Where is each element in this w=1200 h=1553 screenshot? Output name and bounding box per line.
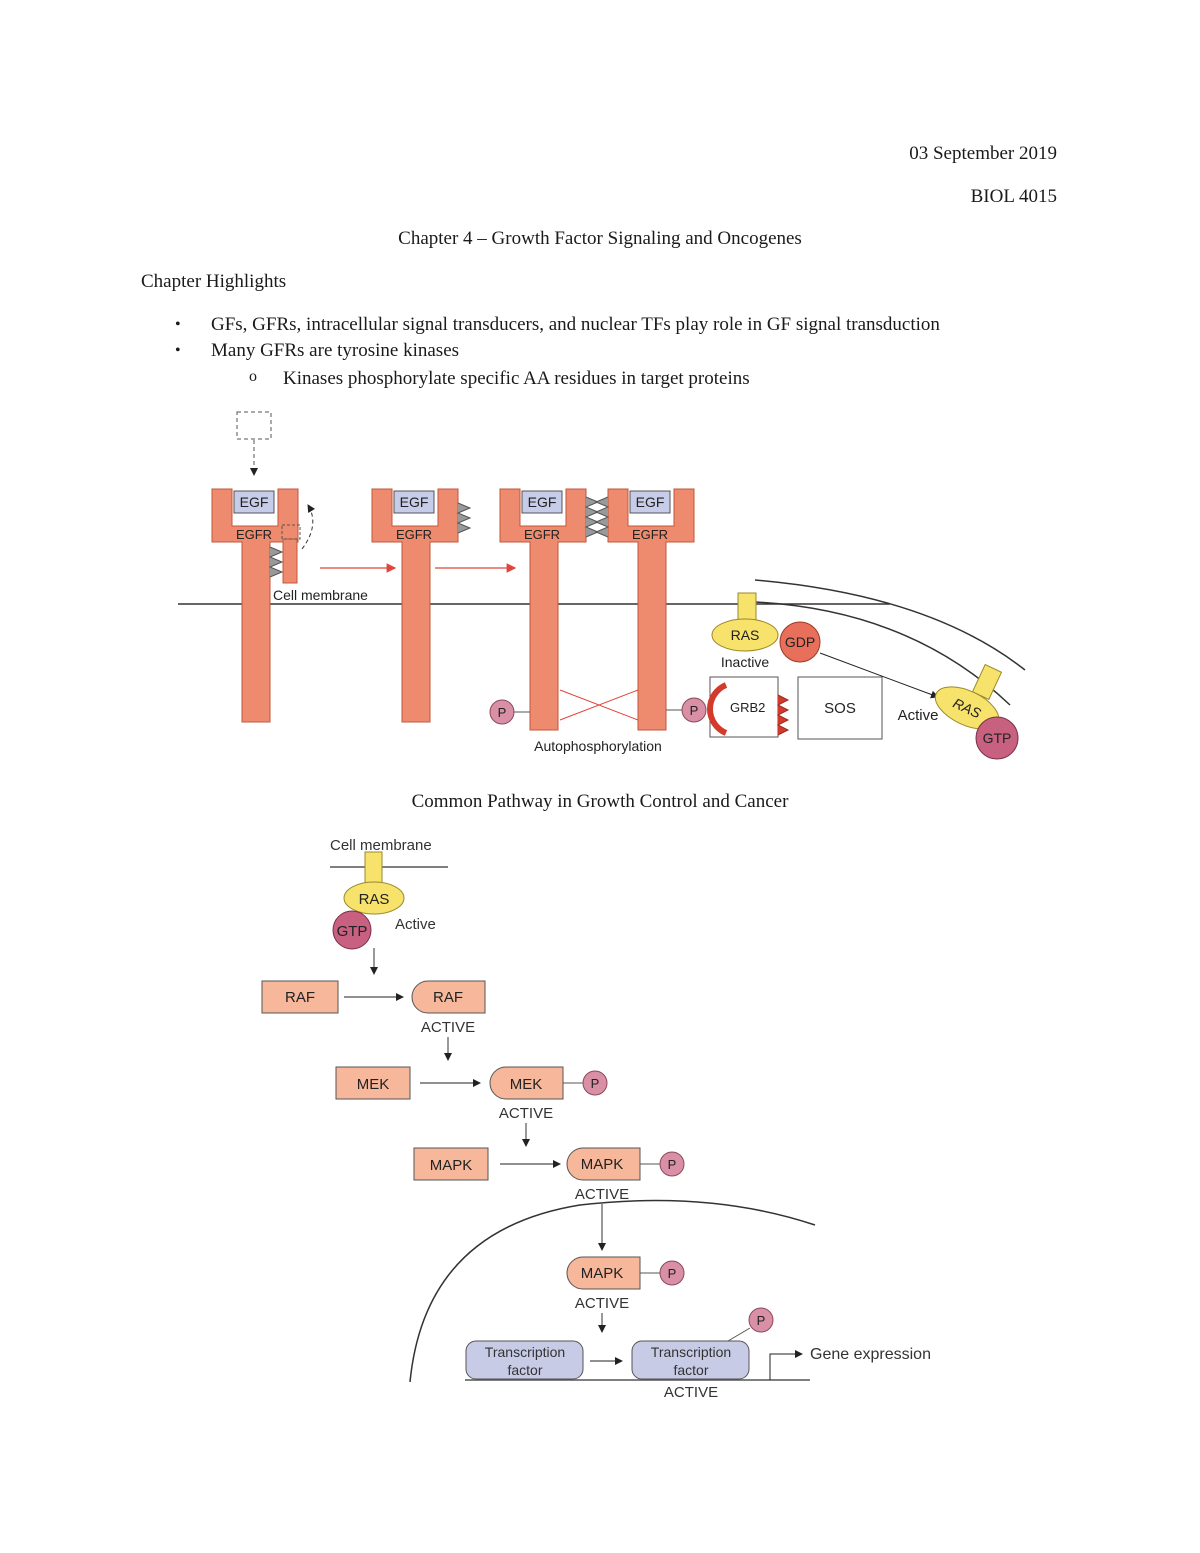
mapk-label: MAPK bbox=[581, 1156, 624, 1173]
mek-label: MEK bbox=[357, 1076, 390, 1093]
document-date: 03 September 2019 bbox=[909, 143, 1057, 164]
egfr-label: EGFR bbox=[236, 527, 272, 542]
mapk-active bbox=[566, 1147, 641, 1181]
tf-label-line2: factor bbox=[507, 1362, 542, 1378]
egfr-label: EGFR bbox=[632, 527, 668, 542]
mapk-nuclear bbox=[566, 1256, 641, 1290]
ras-active: RAS GTP Active bbox=[898, 663, 1019, 760]
bullet-item: GFs, GFRs, intracellular signal transduc… bbox=[211, 314, 940, 335]
phosphate-label: P bbox=[668, 1266, 677, 1281]
egfr-receptor-3: EGF EGFR bbox=[499, 488, 600, 731]
phosphate-label: P bbox=[591, 1076, 600, 1091]
egfr-activation-figure: EGF EGFR Cell membrane EGF EGFR EGF EGFR… bbox=[178, 411, 1026, 760]
mapk-label: MAPK bbox=[430, 1157, 473, 1174]
gtp-molecule bbox=[975, 716, 1019, 760]
autophosphorylation-label: Autophosphorylation bbox=[534, 738, 662, 754]
egfr-receptor-1: EGF EGFR bbox=[211, 488, 316, 723]
egf-label: EGF bbox=[636, 494, 665, 510]
tf-label-line2: factor bbox=[673, 1362, 708, 1378]
phosphate-label: P bbox=[690, 703, 699, 718]
active-caps-label: ACTIVE bbox=[664, 1384, 718, 1401]
phosphate-group bbox=[748, 1307, 774, 1333]
free-ligand-outline bbox=[236, 411, 272, 440]
egf-ligand bbox=[233, 490, 275, 514]
sos-label: SOS bbox=[824, 700, 856, 717]
cell-membrane-label: Cell membrane bbox=[273, 587, 368, 603]
inactive-label: Inactive bbox=[721, 654, 769, 670]
tf-label-line1: Transcription bbox=[651, 1344, 731, 1360]
gdp-label: GDP bbox=[785, 634, 815, 650]
phosphate-group bbox=[582, 1070, 608, 1096]
bullet-marker: • bbox=[175, 342, 181, 359]
mapk-inactive bbox=[413, 1147, 489, 1181]
egf-label: EGF bbox=[528, 494, 557, 510]
sos-protein: SOS bbox=[797, 676, 883, 740]
raf-inactive bbox=[261, 980, 339, 1014]
active-caps-label: ACTIVE bbox=[575, 1186, 629, 1203]
gtp-label: GTP bbox=[337, 923, 368, 940]
mek-active bbox=[489, 1066, 564, 1100]
gtp-label: GTP bbox=[983, 730, 1012, 746]
egfr-label: EGFR bbox=[524, 527, 560, 542]
grb2-protein: GRB2 bbox=[707, 676, 790, 738]
mek-inactive bbox=[335, 1066, 411, 1100]
raf-active bbox=[411, 980, 486, 1014]
figure-caption: Common Pathway in Growth Control and Can… bbox=[411, 791, 789, 812]
gdp-molecule bbox=[779, 621, 821, 663]
gtp-molecule bbox=[332, 910, 372, 950]
raf-label: RAF bbox=[433, 989, 463, 1006]
egf-label: EGF bbox=[240, 494, 269, 510]
phosphate-label: P bbox=[757, 1313, 766, 1328]
chapter-title: Chapter 4 – Growth Factor Signaling and … bbox=[398, 228, 802, 249]
active-label: Active bbox=[395, 916, 436, 933]
phosphate-group bbox=[659, 1260, 685, 1286]
bullet-marker: • bbox=[175, 316, 181, 333]
phosphate-group bbox=[659, 1151, 685, 1177]
bullet-item: Many GFRs are tyrosine kinases bbox=[211, 340, 460, 361]
raf-label: RAF bbox=[285, 989, 315, 1006]
mapk-label: MAPK bbox=[581, 1265, 624, 1282]
transcription-factor-active bbox=[631, 1340, 750, 1380]
egf-label: EGF bbox=[400, 494, 429, 510]
tf-label-line1: Transcription bbox=[485, 1344, 565, 1360]
active-caps-label: ACTIVE bbox=[575, 1295, 629, 1312]
egfr-receptor-4: EGF EGFR bbox=[594, 488, 695, 731]
mapk-pathway-figure: Cell membrane RAS GTP Active RAF RAF ACT… bbox=[261, 837, 931, 1401]
mek-label: MEK bbox=[510, 1076, 543, 1093]
highlights-heading: Chapter Highlights bbox=[141, 271, 287, 292]
ras-inactive: RAS GDP Inactive bbox=[711, 592, 821, 670]
active-caps-label: ACTIVE bbox=[421, 1019, 475, 1036]
phosphate-label: P bbox=[498, 705, 507, 720]
nuclear-envelope bbox=[409, 1199, 816, 1383]
ras-active-pathway: RAS GTP Active bbox=[332, 851, 436, 950]
phosphate-label: P bbox=[668, 1157, 677, 1172]
ras-label: RAS bbox=[359, 891, 390, 908]
transcription-factor-inactive bbox=[465, 1340, 584, 1380]
gene-expression-label: Gene expression bbox=[810, 1346, 931, 1363]
grb2-label: GRB2 bbox=[730, 700, 765, 715]
cell-membrane-label: Cell membrane bbox=[330, 837, 432, 854]
ras-label: RAS bbox=[731, 627, 760, 643]
course-code: BIOL 4015 bbox=[970, 186, 1057, 207]
active-caps-label: ACTIVE bbox=[499, 1105, 553, 1122]
active-label: Active bbox=[898, 707, 939, 724]
egfr-receptor-2: EGF EGFR bbox=[371, 488, 472, 723]
egfr-label: EGFR bbox=[396, 527, 432, 542]
gene-expression-arrow bbox=[769, 1350, 803, 1380]
sub-bullet-marker: o bbox=[249, 368, 257, 385]
sub-bullet-item: Kinases phosphorylate specific AA residu… bbox=[283, 368, 750, 389]
